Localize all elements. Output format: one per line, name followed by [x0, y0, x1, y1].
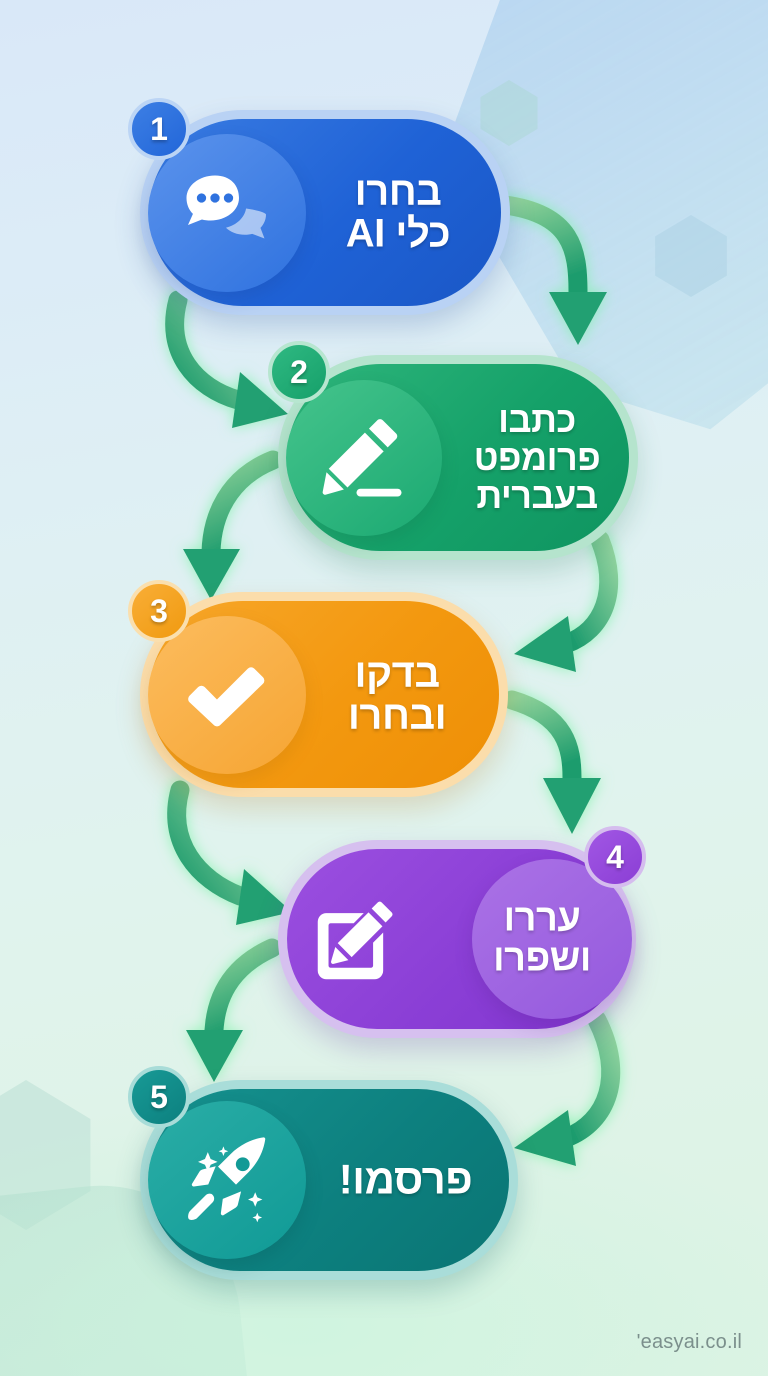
arrow-1-to-2-left	[165, 290, 288, 428]
step-4-icon-holder	[312, 893, 404, 985]
step-4-label: עררו ושפרו	[493, 897, 591, 980]
check-mark-icon	[188, 666, 265, 726]
arrow-4-to-5-right	[514, 1010, 621, 1166]
arrow-4-to-5-left	[186, 938, 282, 1082]
step-4-badge: 4	[584, 826, 646, 888]
step-5-label: פרסמו!	[338, 1155, 473, 1203]
step-5-badge: 5	[128, 1066, 190, 1128]
arrow-3-to-4-right	[502, 690, 601, 834]
step-2-badge: 2	[268, 341, 330, 403]
step-2-label: כתבו פרומפט בעברית	[473, 398, 601, 516]
step-3-pill: בדקו ובחרו	[140, 592, 508, 797]
step-1-badge: 1	[128, 98, 190, 160]
pencil-icon	[322, 418, 402, 497]
step-card-2[interactable]: כתבו פרומפט בעברית 2	[268, 341, 638, 560]
rocket-icon	[188, 1137, 266, 1223]
step-card-1[interactable]: בחרו כלי AI 1	[128, 98, 510, 315]
step-card-3[interactable]: בדקו ובחרו 3	[128, 580, 508, 797]
step-5-pill: פרסמו!	[140, 1080, 518, 1280]
step-4-pill: עררו ושפרו	[278, 840, 636, 1038]
step-card-4[interactable]: עררו ושפרו 4	[278, 826, 646, 1038]
step-3-label: בדקו ובחרו	[347, 651, 447, 738]
step-2-icon-circle	[286, 379, 442, 536]
step-3-badge: 3	[128, 580, 190, 642]
step-2-pill: כתבו פרומפט בעברית	[278, 355, 638, 560]
arrow-1-to-2-right	[495, 195, 607, 345]
watermark: 'easyai.co.il	[636, 1331, 742, 1353]
arrow-3-to-4-left	[167, 780, 292, 925]
step-1-pill: בחרו כלי AI	[140, 110, 510, 315]
edit-square-icon	[317, 901, 393, 980]
step-5-icon-circle	[148, 1101, 306, 1259]
arrow-2-to-3-left	[183, 450, 283, 600]
step-1-icon-circle	[148, 133, 306, 292]
step-1-label: בחרו כלי AI	[345, 169, 451, 256]
chat-bubbles-icon	[186, 175, 266, 238]
step-card-5[interactable]: פרסמו! 5	[128, 1066, 518, 1280]
arrow-2-to-3-right	[514, 530, 619, 672]
step-3-icon-circle	[148, 615, 306, 774]
